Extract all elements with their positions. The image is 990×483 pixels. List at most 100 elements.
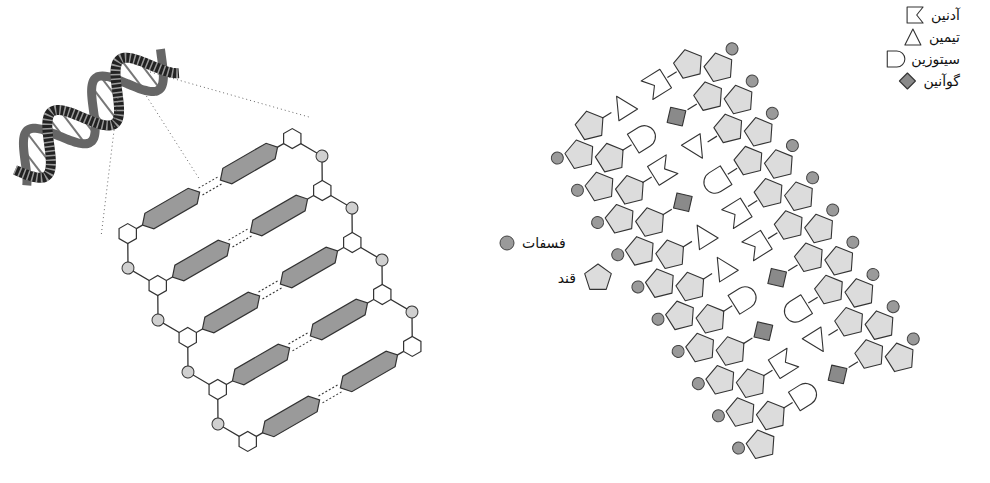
base-stem — [708, 136, 717, 142]
base-stem — [667, 72, 676, 78]
legend-symbol — [899, 73, 915, 89]
base-stem — [849, 362, 858, 368]
base-symbol — [648, 155, 678, 185]
sugar-pentagon — [711, 109, 749, 148]
phosphate-circle — [120, 260, 136, 276]
sugar-pentagon — [691, 76, 729, 115]
double-helix — [15, 49, 179, 185]
phosphate-circle — [314, 148, 330, 164]
phosphate-circle — [744, 73, 761, 90]
base-stem — [748, 201, 757, 207]
legend-entry: گوآنین — [921, 72, 962, 90]
hydrogen-bond — [202, 184, 221, 195]
phosphate-circle — [549, 150, 566, 167]
sugar-pentagon — [602, 199, 640, 238]
base-symbol — [802, 327, 832, 357]
legend-label: فسفات — [522, 235, 566, 251]
base-symbol — [768, 348, 798, 378]
hydrogen-bond — [258, 281, 277, 292]
phosphate-circle — [865, 266, 882, 283]
hydrogen-bond — [288, 333, 307, 344]
legend-symbol — [500, 236, 514, 250]
bond-line — [226, 381, 232, 385]
base-stem — [683, 241, 692, 247]
bond-line — [308, 196, 314, 200]
base-stem — [723, 306, 732, 312]
sugar-ring — [175, 325, 201, 350]
base-stem — [602, 112, 611, 118]
base-ring — [258, 392, 324, 441]
legend-entry: تیمین — [927, 28, 962, 46]
base-symbol — [788, 379, 820, 410]
bond-line — [368, 299, 374, 303]
base-stem — [783, 403, 792, 409]
base-stem — [788, 265, 797, 271]
base-symbol — [661, 101, 691, 131]
sugar-ring — [369, 282, 395, 307]
sugar-pentagon — [792, 238, 830, 277]
legend-entry: فسفات — [520, 234, 568, 252]
helix-hatch — [15, 58, 179, 178]
base-symbol — [607, 90, 637, 120]
base-symbol — [722, 198, 752, 228]
bond-line — [256, 433, 262, 437]
phosphate-circle — [630, 279, 647, 296]
legend-label: تیمین — [929, 29, 960, 45]
hydrogen-bond — [292, 340, 311, 351]
sugar-pentagon — [613, 170, 651, 209]
sugar-pentagon — [562, 134, 600, 173]
sugar-pentagon — [751, 173, 789, 212]
base-stem — [808, 297, 817, 303]
base-symbol — [708, 252, 738, 282]
legend-entry: آدنین — [929, 6, 962, 24]
sugar-pentagon — [723, 392, 761, 431]
sugar-pentagon — [683, 328, 721, 367]
legend-entry: سیتوزین — [909, 50, 962, 68]
phosphate-circle — [374, 252, 390, 268]
base-stem — [642, 177, 651, 183]
phosphate-circle — [905, 331, 922, 348]
helix-strand — [15, 58, 179, 178]
phosphate-circle — [710, 408, 727, 425]
sugar-ring — [205, 377, 231, 402]
phosphate-circle — [784, 137, 801, 154]
sugar-pentagon — [633, 202, 671, 241]
sugar-pentagon — [812, 270, 850, 309]
sugar-ring — [399, 334, 425, 359]
sugar-ring — [115, 221, 141, 246]
base-stem — [768, 233, 777, 239]
bond-line — [136, 225, 142, 229]
base-symbol — [748, 316, 778, 346]
phosphate-circle — [344, 200, 360, 216]
bond-line — [278, 144, 284, 148]
hydrogen-bond — [232, 236, 251, 247]
sugar-ring — [339, 230, 365, 255]
base-symbol — [681, 134, 711, 164]
sugar-ring — [279, 126, 305, 151]
zoom-line — [140, 86, 200, 180]
base-ring — [168, 236, 234, 285]
dna-ladder — [103, 119, 436, 460]
base-symbol — [668, 187, 698, 217]
legend-entry: قند — [556, 269, 578, 287]
bond-line — [338, 248, 344, 252]
base-stem — [828, 329, 837, 335]
base-symbol — [728, 283, 760, 314]
phosphate-circle — [690, 375, 707, 392]
base-ring — [198, 288, 264, 337]
phosphate-circle — [824, 202, 841, 219]
phosphate-circle — [764, 105, 781, 122]
phosphate-circle — [150, 312, 166, 328]
base-ring — [228, 340, 294, 389]
phosphate-circle — [730, 440, 747, 457]
sugar-pentagon — [703, 360, 741, 399]
base-symbol — [762, 263, 792, 293]
sugar-pentagon — [733, 363, 771, 402]
hydrogen-bond — [228, 229, 247, 240]
sugar-ring — [145, 273, 171, 298]
sugar-pentagon — [852, 334, 890, 373]
base-ring — [306, 295, 372, 344]
base-symbol — [780, 295, 812, 326]
